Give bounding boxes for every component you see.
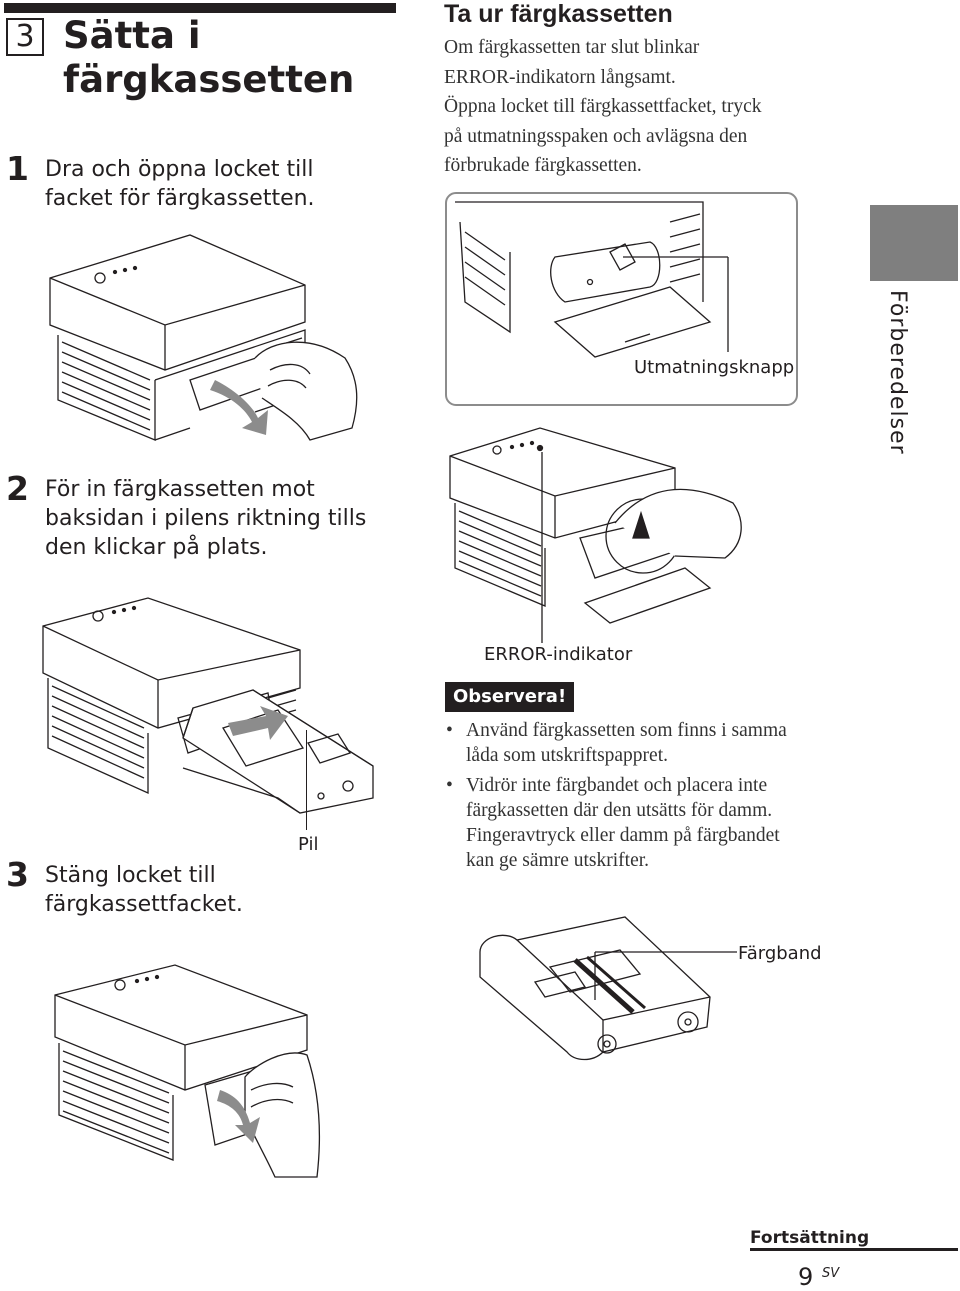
continued-label: Fortsättning [750, 1228, 870, 1248]
arrow-callout-leader [306, 730, 307, 830]
section-number-box: 3 [6, 18, 44, 56]
step-2-line3: den klickar på plats. [45, 535, 268, 560]
step-2-text: För in färgkassetten mot baksidan i pile… [45, 475, 390, 562]
step-3-line2: färgkassettfacket. [45, 892, 243, 917]
arrow-callout: Pil [298, 834, 319, 855]
notice-1-line1: Använd färgkassetten som finns i samma [466, 720, 787, 741]
remove-cartridge-text: Om färgkassetten tar slut blinkar ERROR-… [444, 33, 854, 181]
notice-2-line3: Fingeravtryck eller damm på färgbandet [466, 825, 780, 846]
step-2-line2: baksidan i pilens riktning tills [45, 506, 367, 531]
notice-item: Använd färgkassetten som finns i samma l… [444, 718, 854, 768]
chapter-tab-label: Förberedelser [885, 290, 910, 455]
step-1-line2: facket för färgkassetten. [45, 186, 315, 211]
step-1-number: 1 [6, 149, 29, 188]
step-1-line1: Dra och öppna locket till [45, 157, 314, 182]
printer-open-cover-illustration [40, 230, 370, 445]
page-number: 9 [798, 1263, 814, 1291]
notice-2-line2: färgkassetten där den utsätts för damm. [466, 800, 773, 821]
printer-close-cover-illustration [45, 965, 345, 1185]
notice-badge: Observera! [445, 682, 575, 712]
chapter-tab-marker [870, 205, 958, 281]
remove-line5: förbrukade färgkassetten. [444, 155, 642, 176]
notice-1-line2: låda som utskriftspappret. [466, 745, 668, 766]
eject-button-callout: Utmatningsknapp [634, 357, 795, 378]
remove-line3: Öppna locket till färgkassettfacket, try… [444, 96, 762, 117]
section-title-line1: Sätta i [63, 14, 201, 57]
error-indicator-illustration [445, 428, 765, 638]
page-language: SV [822, 1266, 840, 1281]
step-2-line1: För in färgkassetten mot [45, 477, 315, 502]
continued-rule [750, 1248, 958, 1251]
printer-insert-cartridge-illustration [38, 598, 383, 828]
ribbon-callout: Färgband [738, 943, 822, 964]
section-title: Sätta i färgkassetten [63, 14, 393, 102]
step-3-text: Stäng locket till färgkassettfacket. [45, 861, 345, 919]
remove-line2: ERROR-indikatorn långsamt. [444, 66, 676, 88]
error-indicator-callout: ERROR-indikator [484, 644, 633, 665]
step-3-line1: Stäng locket till [45, 863, 216, 888]
notice-2-line1: Vidrör inte färgbandet och placera inte [466, 775, 768, 796]
ink-ribbon-cartridge-illustration [475, 912, 735, 1072]
step-1-text: Dra och öppna locket till facket för fär… [45, 155, 375, 213]
remove-cartridge-heading: Ta ur färgkassetten [444, 0, 673, 28]
notice-list: Använd färgkassetten som finns i samma l… [444, 718, 854, 878]
eject-button-illustration [445, 192, 800, 407]
header-rule [4, 3, 396, 13]
step-2-number: 2 [6, 469, 29, 508]
remove-line1: Om färgkassetten tar slut blinkar [444, 37, 700, 58]
notice-item: Vidrör inte färgbandet och placera inte … [444, 773, 854, 873]
step-3-number: 3 [6, 855, 29, 894]
remove-line4: på utmatningsspaken och avlägsna den [444, 125, 748, 147]
section-title-line2: färgkassetten [63, 58, 355, 101]
notice-2-line4: kan ge sämre utskrifter. [466, 850, 650, 871]
